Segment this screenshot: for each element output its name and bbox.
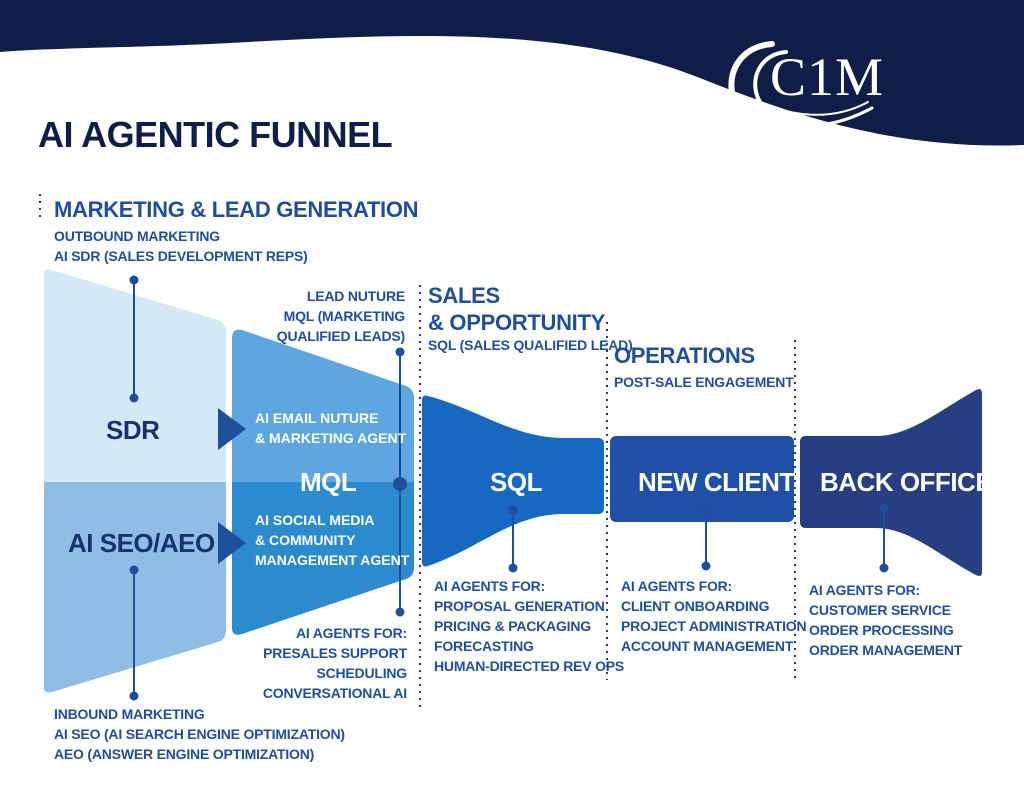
sales-agents-heading: AI AGENTS FOR: [434, 578, 546, 594]
section-dividers [39, 194, 796, 710]
connector-dot-large [393, 477, 407, 491]
connector-dot [701, 503, 711, 513]
operations-heading: OPERATIONS [614, 343, 755, 368]
social-line3: MANAGEMENT AGENT [255, 552, 410, 568]
operations-agent-item: CLIENT ONBOARDING [621, 598, 770, 614]
logo-swoosh-icon [728, 41, 874, 129]
sales-heading-line2: & OPPORTUNITY [428, 310, 605, 335]
mql-shape-top [232, 329, 414, 482]
social-line2: & COMMUNITY [255, 532, 356, 548]
operations-agents-heading: AI AGENTS FOR: [621, 578, 733, 594]
page-title: AI AGENTIC FUNNEL [38, 114, 393, 155]
operations-agent-item: PROJECT ADMINISTRATION [621, 618, 807, 634]
arrow-seo-icon [218, 522, 246, 564]
mql-agent-item: PRESALES SUPPORT [263, 645, 407, 661]
mql-agent-item: SCHEDULING [316, 665, 407, 681]
connector-dot [395, 347, 405, 357]
back-office-shape [800, 389, 982, 576]
connector-dot [508, 563, 518, 573]
header-wave [0, 0, 1024, 146]
sales-agent-item: PROPOSAL GENERATION [434, 598, 605, 614]
back-office-agents-heading: AI AGENTS FOR: [809, 582, 921, 598]
logo: C1M [770, 47, 885, 107]
sales-agent-item: PRICING & PACKAGING [434, 618, 591, 634]
operations-agent-item: ACCOUNT MANAGEMENT [621, 638, 794, 654]
sales-heading: SALES & OPPORTUNITY [428, 282, 605, 336]
connector-dot [129, 691, 139, 701]
connector-dot [879, 563, 889, 573]
inbound-text: INBOUND MARKETING AI SEO (AI SEARCH ENGI… [54, 704, 345, 764]
sql-shape [422, 395, 604, 567]
connector-dot [879, 503, 889, 513]
inbound-line2: AI SEO (AI SEARCH ENGINE OPTIMIZATION) [54, 726, 345, 742]
arrow-sdr-icon [218, 408, 246, 450]
mql-shape-bottom [232, 482, 414, 635]
mql-agents: AI AGENTS FOR: PRESALES SUPPORT SCHEDULI… [263, 623, 407, 703]
sales-agent-item: FORECASTING [434, 638, 534, 654]
connector-dot [395, 607, 405, 617]
connector-dot [129, 565, 139, 575]
outbound-line2: AI SDR (SALES DEVELOPMENT REPS) [54, 248, 308, 264]
sales-agent-item: HUMAN-DIRECTED REV OPS [434, 658, 625, 674]
connector-dot [129, 393, 139, 403]
marketing-heading: MARKETING & LEAD GENERATION [54, 197, 419, 222]
back-office-agent-item: ORDER MANAGEMENT [809, 642, 963, 658]
sales-agents: AI AGENTS FOR: PROPOSAL GENERATION PRICI… [434, 576, 624, 676]
mql-label: MQL [300, 467, 357, 497]
inbound-line3: AEO (ANSWER ENGINE OPTIMIZATION) [54, 746, 315, 762]
back-office-agent-item: CUSTOMER SERVICE [809, 602, 951, 618]
email-agent-text: AI EMAIL NUTURE & MARKETING AGENT [255, 408, 406, 448]
sales-sub: SQL (SALES QUALIFIED LEAD) [428, 337, 633, 353]
operations-sub: POST-SALE ENGAGEMENT [614, 374, 794, 390]
operations-agents: AI AGENTS FOR: CLIENT ONBOARDING PROJECT… [621, 576, 807, 656]
back-office-label: BACK OFFICE [820, 467, 993, 497]
social-agent-text: AI SOCIAL MEDIA & COMMUNITY MANAGEMENT A… [255, 510, 409, 570]
sql-label: SQL [490, 467, 542, 497]
connectors [129, 275, 889, 701]
connector-dot [701, 561, 711, 571]
lead-line2: MQL (MARKETING [283, 308, 406, 324]
inbound-line1: INBOUND MARKETING [54, 706, 205, 722]
lead-nurture-text: LEAD NUTURE MQL (MARKETING QUALIFIED LEA… [277, 286, 405, 346]
email-line2: & MARKETING AGENT [255, 430, 407, 446]
mql-agent-item: CONVERSATIONAL AI [262, 685, 407, 701]
new-client-shape [610, 436, 794, 522]
connector-dot [129, 275, 139, 285]
back-office-agents: AI AGENTS FOR: CUSTOMER SERVICE ORDER PR… [809, 580, 962, 660]
email-line1: AI EMAIL NUTURE [255, 410, 379, 426]
lead-line1: LEAD NUTURE [306, 288, 405, 304]
lead-line3: QUALIFIED LEADS) [276, 328, 405, 344]
sdr-label: SDR [106, 415, 160, 445]
seo-label: AI SEO/AEO [68, 528, 215, 558]
social-line1: AI SOCIAL MEDIA [255, 512, 375, 528]
outbound-text: OUTBOUND MARKETING AI SDR (SALES DEVELOP… [54, 226, 308, 266]
outbound-line1: OUTBOUND MARKETING [54, 228, 220, 244]
mql-agents-heading: AI AGENTS FOR: [295, 625, 407, 641]
back-office-agent-item: ORDER PROCESSING [809, 622, 954, 638]
sales-heading-line1: SALES [428, 283, 500, 308]
connector-dot [508, 505, 518, 515]
new-client-label: NEW CLIENT [638, 467, 795, 497]
